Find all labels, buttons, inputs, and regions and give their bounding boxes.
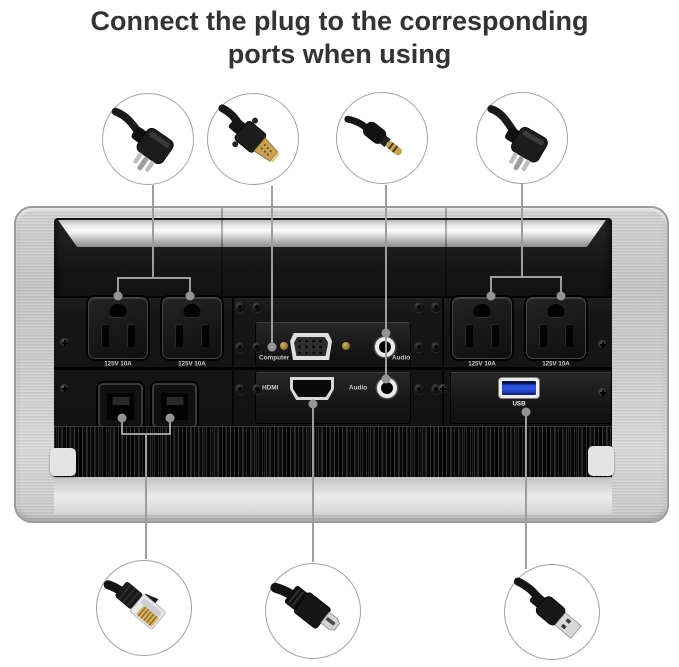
audio-port-label-top: Audio xyxy=(392,354,411,362)
bolt-icon xyxy=(431,384,441,394)
screw-icon xyxy=(438,384,447,393)
screw-icon xyxy=(598,340,607,349)
ground-hole xyxy=(109,304,127,318)
usb-port xyxy=(499,378,539,398)
callout-circle-usb xyxy=(504,564,600,660)
bolt-icon xyxy=(252,384,262,394)
bolt-icon xyxy=(414,384,424,394)
box-bottom-wall xyxy=(54,476,612,514)
outlet-slot xyxy=(565,324,573,347)
usb-port-label: USB xyxy=(512,400,526,408)
title-line-2: ports when using xyxy=(227,39,452,69)
lid-seam xyxy=(445,208,447,296)
ethernet-contact xyxy=(112,397,129,405)
outlet-label: 125V 10A xyxy=(542,360,570,368)
bolt-icon xyxy=(414,302,424,312)
hdmi-port-label: HDMI xyxy=(262,384,279,392)
outlet-label: 125V 10A xyxy=(468,360,496,368)
panel-seam xyxy=(442,296,444,428)
outlet-label: 125V 10A xyxy=(178,360,206,368)
ethernet-jack-1 xyxy=(98,383,143,428)
bolt-icon xyxy=(252,342,262,352)
outlet-slot xyxy=(175,324,183,347)
callout-circle-power-plug-right xyxy=(476,92,568,184)
audio-port-label-bottom: Audio xyxy=(349,384,368,392)
vga-connector-icon xyxy=(218,104,280,163)
ground-hole xyxy=(473,304,491,318)
power-outlet-2 xyxy=(162,297,222,359)
outlet-slot xyxy=(127,324,135,347)
outlet-label: 125V 10A xyxy=(104,360,132,368)
bolt-icon xyxy=(235,342,245,352)
screw-icon xyxy=(60,384,69,393)
ethernet-jack-2 xyxy=(152,383,197,428)
ethernet-contact xyxy=(166,397,183,405)
outlet-slot xyxy=(539,324,547,347)
callout-circle-vga xyxy=(207,93,299,185)
usb-tongue xyxy=(502,381,536,395)
lid-seam xyxy=(221,208,223,296)
callout-circle-hdmi xyxy=(265,563,361,659)
power-plug-icon xyxy=(487,105,548,172)
ground-hole xyxy=(183,304,201,318)
bolt-icon xyxy=(235,302,245,312)
corner-bracket-right xyxy=(588,446,614,476)
vga-pin-holes xyxy=(294,337,328,356)
audio-jack-bottom xyxy=(377,378,397,398)
computer-port-label: Computer xyxy=(259,354,290,362)
bolt-icon xyxy=(252,302,262,312)
power-outlet-4 xyxy=(526,297,586,359)
vga-screw xyxy=(280,342,288,350)
hdmi-slot xyxy=(293,380,331,397)
bolt-icon xyxy=(431,342,441,352)
bolt-icon xyxy=(414,342,424,352)
power-outlet-1 xyxy=(88,297,148,359)
table-box-lid xyxy=(58,220,606,247)
callout-circle-audio xyxy=(336,92,428,184)
outlet-slot xyxy=(101,324,109,347)
bolt-icon xyxy=(235,384,245,394)
bolt-icon xyxy=(431,302,441,312)
brush-cable-seal xyxy=(54,426,612,477)
panel-seam xyxy=(232,296,234,428)
page-title: Connect the plug to the corresponding po… xyxy=(0,5,679,71)
screw-icon xyxy=(598,388,607,397)
title-line-1: Connect the plug to the corresponding xyxy=(90,6,589,36)
ground-hole xyxy=(547,304,565,318)
power-plug-icon xyxy=(111,107,174,172)
callout-circle-power-plug-left xyxy=(102,93,194,185)
power-outlet-3 xyxy=(452,297,512,359)
hdmi-port xyxy=(290,377,334,400)
hdmi-connector-icon xyxy=(270,582,340,631)
panel-seam xyxy=(54,367,612,370)
screw-icon xyxy=(60,338,69,347)
outlet-slot xyxy=(201,324,209,347)
audio-plug-icon xyxy=(344,115,402,156)
usb-connector-icon xyxy=(513,577,582,639)
callout-circle-ethernet xyxy=(96,560,192,656)
corner-bracket-left xyxy=(50,448,76,476)
vga-port xyxy=(290,333,332,360)
vga-screw xyxy=(342,342,350,350)
ethernet-rj45-icon xyxy=(103,580,166,630)
outlet-slot xyxy=(465,324,473,347)
outlet-slot xyxy=(491,324,499,347)
